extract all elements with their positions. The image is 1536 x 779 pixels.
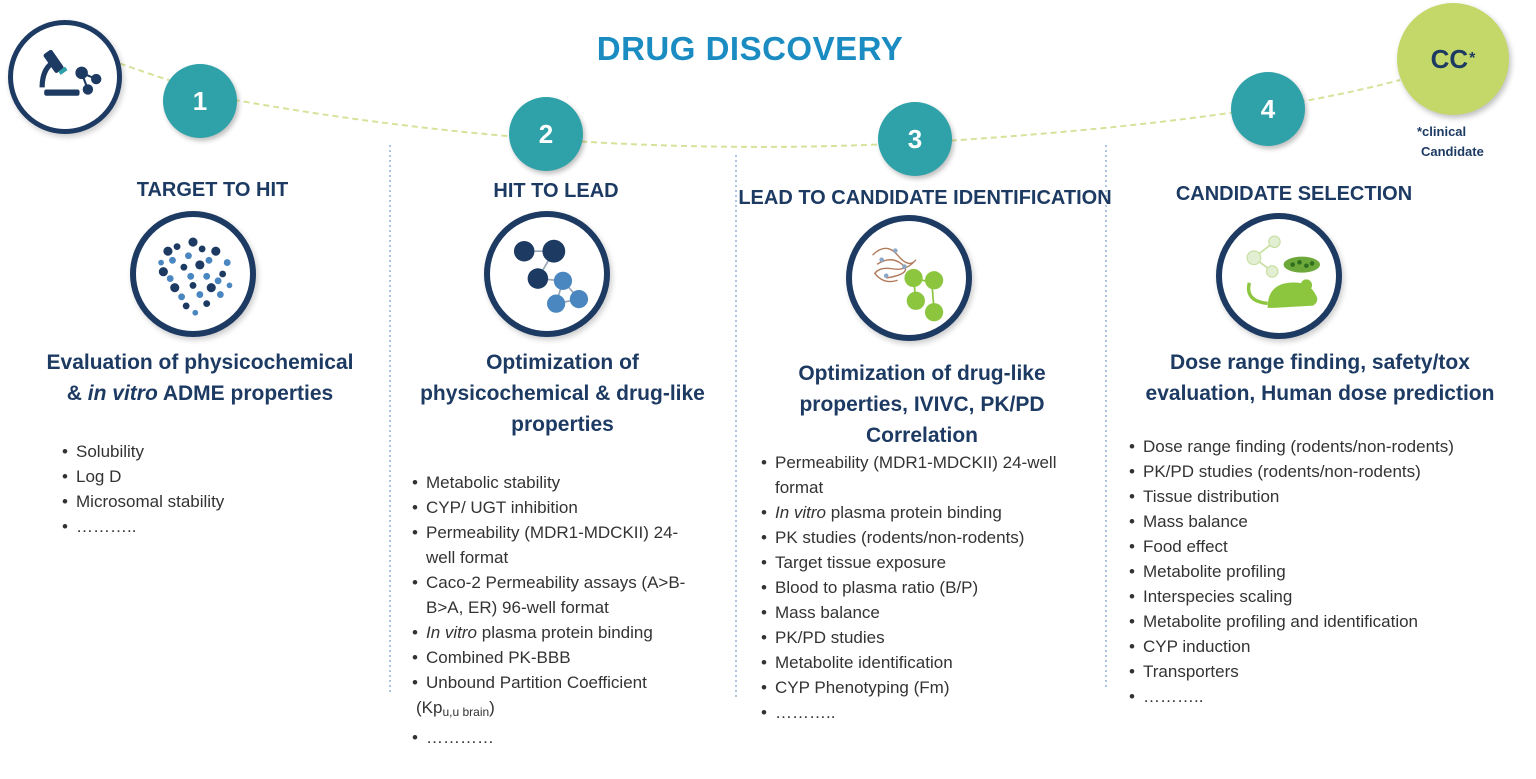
list-item: CYP Phenotyping (Fm) xyxy=(761,675,1101,700)
list-item: Interspecies scaling xyxy=(1129,584,1529,609)
stage-1-sub-post: ADME properties xyxy=(157,382,334,405)
list-item: Transporters xyxy=(1129,659,1529,684)
list-item-line1: Caco-2 Permeability assays (A>B- xyxy=(426,573,686,592)
list-item: ………… xyxy=(412,725,722,750)
kp-close: ) xyxy=(489,698,495,717)
stage-3-subtitle-line2: properties, IVIVC, PK/PD xyxy=(799,393,1045,416)
cc-label: CC xyxy=(1430,43,1469,74)
list-item: Log D xyxy=(62,464,224,489)
list-item: PK/PD studies (rodents/non-rodents) xyxy=(1129,459,1529,484)
stage-2-title: HIT TO LEAD xyxy=(493,180,619,202)
list-item: Blood to plasma ratio (B/P) xyxy=(761,575,1101,600)
stage-4-number: 4 xyxy=(1231,72,1305,146)
list-item-line1: Permeability (MDR1-MDCKII) 24- xyxy=(426,523,679,542)
cc-note: *clinical Candidate xyxy=(1405,122,1505,162)
list-item: Food effect xyxy=(1129,534,1529,559)
stage-3-subtitle: Optimization of drug-like properties, IV… xyxy=(762,358,1082,451)
list-item: Combined PK-BBB xyxy=(412,645,722,670)
stage-1-sub-em: in vitro xyxy=(87,382,158,405)
clinical-candidate-badge: CC* xyxy=(1397,3,1509,115)
stage-4-subtitle-line1: Dose range finding, safety/tox xyxy=(1170,351,1470,374)
stage-4-title: CANDIDATE SELECTION xyxy=(1175,183,1413,205)
stage-4-list: Dose range finding (rodents/non-rodents)… xyxy=(1129,434,1529,709)
stage-1-subtitle-line2: & in vitro ADME properties xyxy=(30,378,370,409)
list-item: ……….. xyxy=(62,514,224,539)
list-item-line2: well format xyxy=(426,548,509,567)
stage-1-title: TARGET TO HIT xyxy=(136,179,289,201)
stage-3-title: LEAD TO CANDIDATE IDENTIFICATION xyxy=(738,187,1112,209)
list-item: Tissue distribution xyxy=(1129,484,1529,509)
molecule-cluster-icon xyxy=(130,211,256,337)
list-item: Solubility xyxy=(62,439,224,464)
list-item-line1: Permeability (MDR1-MDCKII) 24-well xyxy=(775,453,1057,472)
list-item: Permeability (MDR1-MDCKII) 24-well xyxy=(761,450,1101,475)
molecule-network-icon xyxy=(484,211,610,337)
stage-2-subtitle-line1: Optimization of xyxy=(486,351,639,374)
list-item: In vitro plasma protein binding xyxy=(412,620,722,645)
list-item: Mass balance xyxy=(1129,509,1529,534)
list-item: Target tissue exposure xyxy=(761,550,1101,575)
stage-2-subtitle-line2: physicochemical & drug-like xyxy=(420,382,705,405)
cc-mark: * xyxy=(1469,50,1476,67)
list-item-text: plasma protein binding xyxy=(830,503,1002,522)
list-item: Metabolic stability xyxy=(412,470,722,495)
list-item: CYP induction xyxy=(1129,634,1529,659)
list-item: ……….. xyxy=(761,700,1101,725)
list-item-line2: B>A, ER) 96-well format xyxy=(426,598,609,617)
stage-2-subtitle: Optimization of physicochemical & drug-l… xyxy=(405,347,720,440)
list-item: Metabolite profiling xyxy=(1129,559,1529,584)
stage-3-list: Permeability (MDR1-MDCKII) 24-well forma… xyxy=(761,450,1101,725)
list-item: Dose range finding (rodents/non-rodents) xyxy=(1129,434,1529,459)
list-item-continuation: well format xyxy=(412,545,722,570)
kp-label: (Kp xyxy=(416,698,443,717)
stage-2-list: Metabolic stability CYP/ UGT inhibition … xyxy=(412,470,722,750)
cc-note-line2: Candidate xyxy=(1421,144,1484,159)
page-title: DRUG DISCOVERY xyxy=(596,30,904,67)
list-item: Metabolite profiling and identification xyxy=(1129,609,1529,634)
list-item-continuation: B>A, ER) 96-well format xyxy=(412,595,722,620)
stage-3-number: 3 xyxy=(878,102,952,176)
list-item: Microsomal stability xyxy=(62,489,224,514)
list-item: Unbound Partition Coefficient xyxy=(412,670,722,695)
stage-1-number: 1 xyxy=(163,64,237,138)
kp-subscript: u,u brain xyxy=(442,705,490,719)
cc-note-line1: *clinical xyxy=(1417,124,1467,139)
list-item: Caco-2 Permeability assays (A>B- xyxy=(412,570,722,595)
list-item-line2: format xyxy=(775,478,824,497)
in-vitro-label: In vitro xyxy=(426,623,478,642)
mouse-molecule-icon xyxy=(1216,213,1342,339)
stage-1-subtitle: Evaluation of physicochemical & in vitro… xyxy=(30,347,370,409)
list-item: ……….. xyxy=(1129,684,1529,709)
stage-1-sub-pre: & xyxy=(66,382,88,405)
stage-2-subtitle-line3: properties xyxy=(511,413,614,436)
list-item-text: plasma protein binding xyxy=(481,623,653,642)
stage-4-subtitle-line2: evaluation, Human dose prediction xyxy=(1145,382,1495,405)
list-item: PK studies (rodents/non-rodents) xyxy=(761,525,1101,550)
in-vitro-label: In vitro xyxy=(775,503,827,522)
stage-3-subtitle-line3: Correlation xyxy=(865,424,978,447)
timeline-curve xyxy=(109,59,1401,148)
list-item: Permeability (MDR1-MDCKII) 24- xyxy=(412,520,722,545)
stage-1-list: Solubility Log D Microsomal stability ……… xyxy=(62,439,224,539)
microscope-molecule-icon xyxy=(8,20,122,134)
list-item: Metabolite identification xyxy=(761,650,1101,675)
list-item: CYP/ UGT inhibition xyxy=(412,495,722,520)
list-item-continuation: (Kpu,u brain) xyxy=(412,695,722,725)
protein-molecule-icon xyxy=(846,215,972,341)
stage-2-number: 2 xyxy=(509,97,583,171)
list-item: In vitro plasma protein binding xyxy=(761,500,1101,525)
stage-3-subtitle-line1: Optimization of drug-like xyxy=(798,362,1046,385)
stage-4-subtitle: Dose range finding, safety/tox evaluatio… xyxy=(1120,347,1520,409)
list-item-continuation: format xyxy=(761,475,1101,500)
list-item: Mass balance xyxy=(761,600,1101,625)
stage-1-subtitle-line1: Evaluation of physicochemical xyxy=(46,351,354,374)
list-item: PK/PD studies xyxy=(761,625,1101,650)
